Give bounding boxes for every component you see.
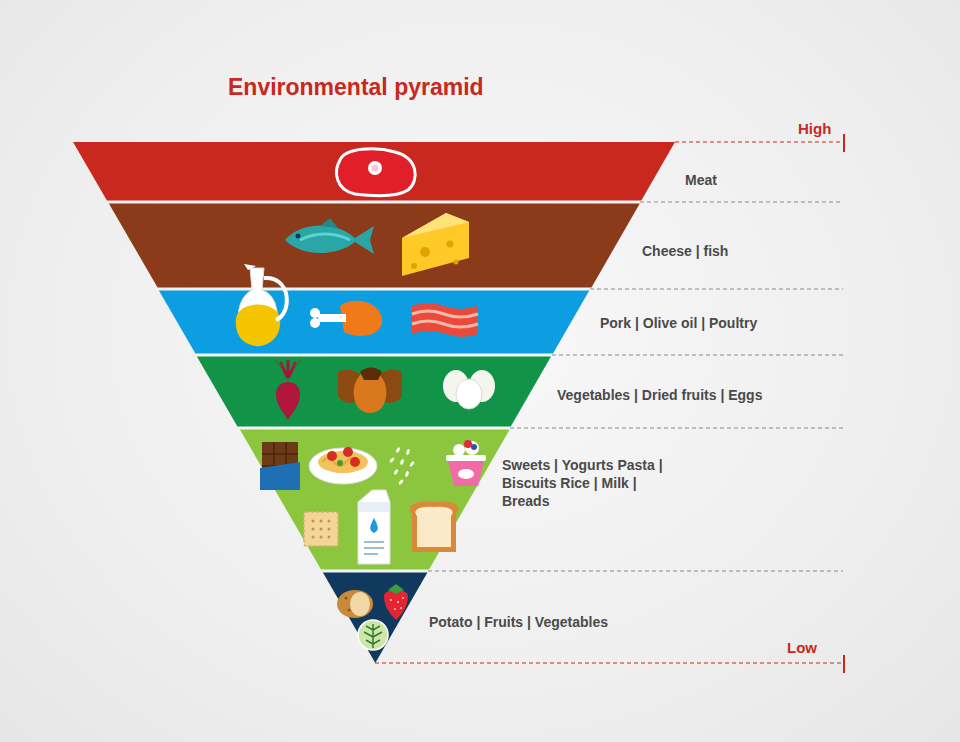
band-label: Pork | Olive oil | Poultry [600, 314, 860, 332]
lettuce-icon [358, 620, 388, 650]
cheese-icon [402, 213, 469, 276]
band-shape [108, 202, 641, 289]
diagram-title: Environmental pyramid [228, 74, 484, 101]
band-label: Cheese | fish [642, 242, 862, 260]
pyramid-band: Cheese | fish [108, 202, 641, 289]
scale-label: High [798, 120, 831, 137]
band-fill [240, 430, 510, 570]
olive-oil-icon [236, 264, 287, 346]
poultry-icon [310, 301, 382, 336]
pasta-icon [309, 447, 377, 484]
band-label: Sweets | Yogurts Pasta | Biscuits Rice |… [502, 456, 670, 510]
hazelnut-icon [338, 368, 402, 414]
beet-icon [276, 360, 300, 420]
eggs-icon [443, 370, 495, 409]
strawberry-icon [384, 584, 408, 620]
band-fill [159, 291, 589, 354]
band-fill [109, 204, 640, 288]
fish-icon [285, 218, 374, 254]
milk-icon [358, 490, 390, 564]
potato-icon [337, 590, 373, 618]
band-label: Meat [685, 171, 885, 189]
bread-icon [410, 502, 458, 553]
band-fill [323, 573, 428, 664]
band-fill [73, 142, 675, 201]
band-fill [197, 357, 551, 427]
chocolate-icon [260, 442, 300, 490]
yogurt-icon [446, 440, 486, 486]
biscuit-icon [304, 512, 338, 546]
band-label: Potato | Fruits | Vegetables [429, 613, 729, 631]
scale-label: Low [787, 639, 817, 656]
rice-icon [389, 447, 415, 486]
bacon-icon [412, 303, 478, 337]
steak-icon [337, 149, 416, 196]
band-label: Vegetables | Dried fruits | Eggs [557, 386, 857, 404]
